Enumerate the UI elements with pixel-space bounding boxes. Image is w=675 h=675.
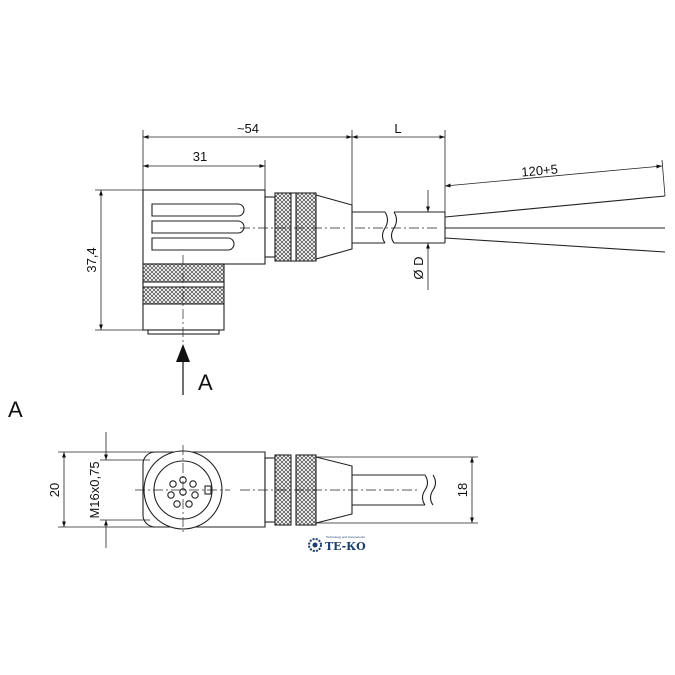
front-view-title: A (8, 397, 23, 422)
socket-body (142, 303, 225, 331)
company-logo: Technology and Components ТЕ-КО (308, 535, 366, 553)
dim-cable-dia-label: Ø D (411, 256, 426, 279)
cable-break-right (390, 211, 398, 244)
side-view (142, 189, 666, 345)
pin-7 (169, 480, 177, 488)
strain-relief (315, 194, 353, 260)
housing-slot-2 (151, 220, 245, 234)
wire-1 (444, 195, 666, 218)
pin-5 (173, 500, 181, 508)
pin-3 (191, 491, 199, 499)
housing-slot-1 (151, 203, 245, 217)
dim-width-label: 20 (47, 483, 62, 497)
housing-collar (264, 196, 276, 258)
dim-body-label: 31 (193, 149, 207, 164)
knurl-gap-vertical (142, 281, 225, 288)
knurled-nut-horizontal-2 (295, 192, 317, 262)
pin-4 (185, 500, 193, 508)
view-arrow-label: A (198, 370, 213, 395)
dim-thread-label: M16x0,75 (87, 461, 102, 518)
dim-overall-label: ~54 (237, 121, 259, 136)
dim-cable-length-label: L (394, 121, 401, 136)
view-arrow (176, 344, 190, 395)
knurled-nut-horizontal-1 (274, 192, 292, 262)
wire-3 (444, 237, 666, 253)
dim-wire-strip-label: 120+5 (521, 161, 559, 179)
knurl-gap (290, 192, 297, 262)
dim-height-label: 37,4 (84, 247, 99, 272)
front-view-dimensions (58, 432, 478, 548)
front-view (135, 445, 437, 535)
housing-slot-3 (151, 237, 235, 251)
side-view-dimensions (95, 130, 666, 331)
pin-2 (189, 480, 197, 488)
gear-icon (308, 538, 322, 552)
dim-nut-label: 18 (455, 483, 470, 497)
pin-6 (167, 491, 175, 499)
cable-break-left (381, 211, 389, 244)
logo-name: ТЕ-КО (325, 540, 366, 553)
logo-tagline: Technology and Components (326, 535, 365, 539)
